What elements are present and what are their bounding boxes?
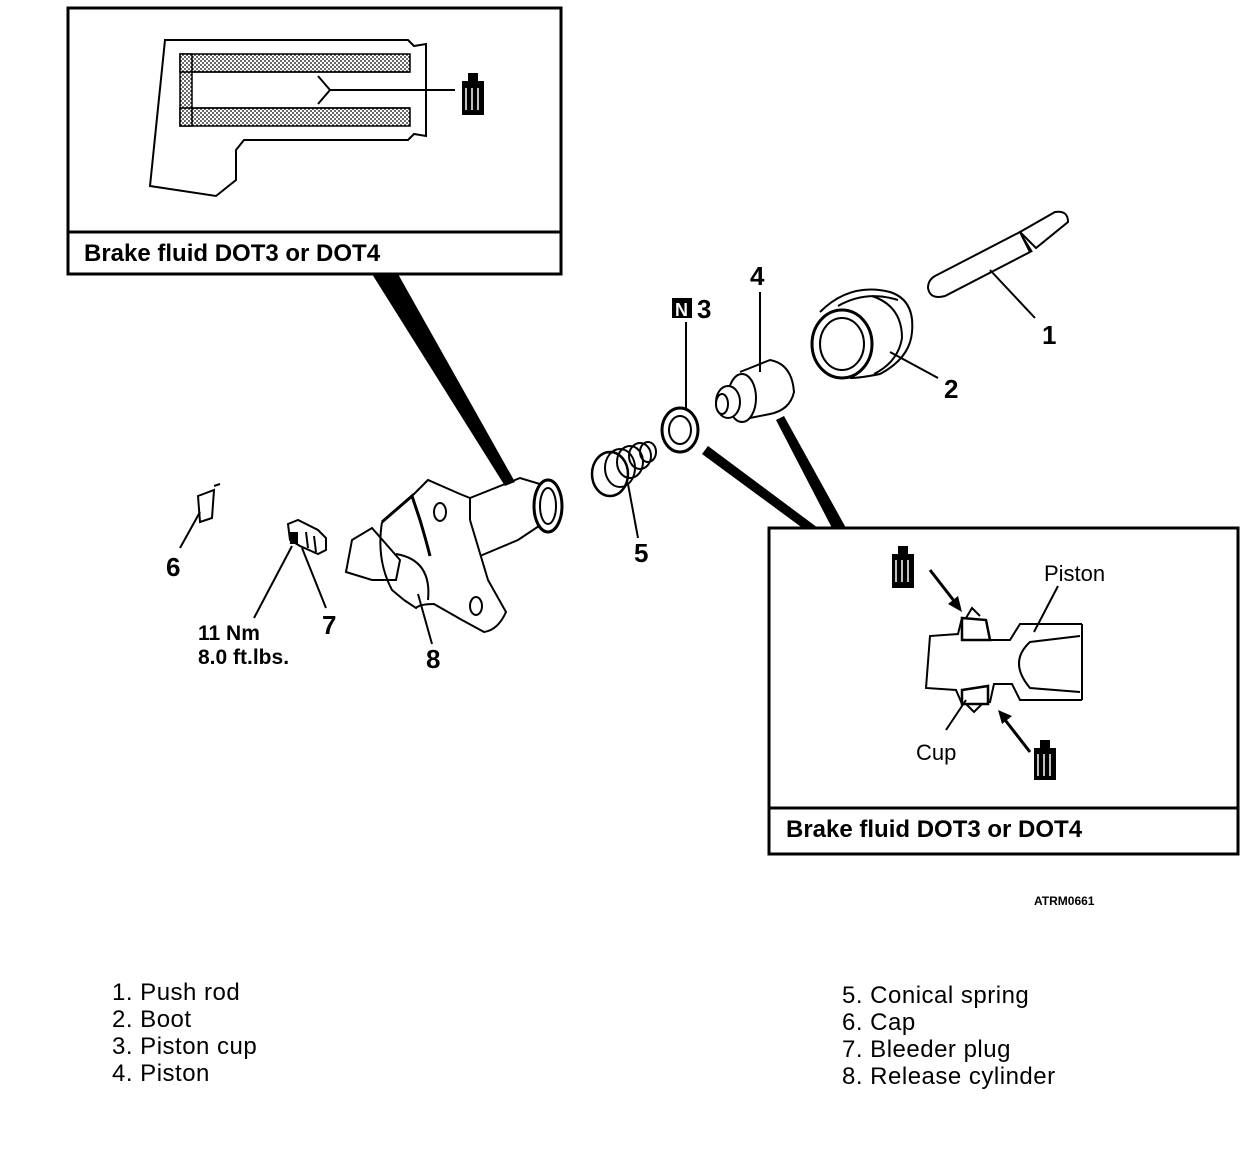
legend-item: 6. Cap [842, 1009, 916, 1036]
part-release-cylinder: 8 [344, 476, 564, 674]
part-conical-spring: 5 [590, 441, 657, 568]
inset-bottom-pointer-b [776, 416, 846, 528]
legend-item: 5. Conical spring [842, 982, 1030, 1009]
legend-right: 5. Conical spring 6. Cap 7. Bleeder plug… [842, 982, 1056, 1090]
inset-bottom-pointer-a [702, 446, 818, 532]
part-piston: 4 [715, 261, 796, 423]
callout-3-badge: N [675, 300, 688, 320]
legend-item: 2. Boot [112, 1006, 192, 1033]
inset-bottom-cup-label: Cup [916, 740, 956, 765]
figure-code: ATRM0661 [1034, 894, 1095, 908]
callout-1: 1 [1042, 320, 1056, 350]
piston-cup-section-drawing [924, 606, 1083, 714]
inset-bottom: Piston Cup Brake fluid DOT3 or DOT4 [767, 526, 1240, 856]
inset-bottom-piston-label: Piston [1044, 561, 1105, 586]
callout-6: 6 [166, 552, 180, 582]
callout-7: 7 [322, 610, 336, 640]
part-boot: 2 [810, 288, 958, 404]
callout-2: 2 [944, 374, 958, 404]
legend-item: 3. Piston cup [112, 1033, 258, 1060]
inset-top-pointer [372, 274, 515, 486]
legend-item: 7. Bleeder plug [842, 1036, 1011, 1063]
part-cap: 6 [166, 483, 221, 582]
callout-8: 8 [426, 644, 440, 674]
inset-top: Brake fluid DOT3 or DOT4 [66, 6, 563, 276]
brake-fluid-bottle-icon [892, 546, 914, 588]
part-bleeder-plug: 7 11 Nm 8.0 ft.lbs. [198, 518, 336, 669]
cylinder-section-drawing [148, 39, 455, 198]
legend-item: 8. Release cylinder [842, 1063, 1056, 1090]
legend-left: 1. Push rod 2. Boot 3. Piston cup 4. Pis… [112, 979, 257, 1087]
callout-3: 3 [697, 294, 711, 324]
callout-4: 4 [750, 261, 765, 291]
legend-item: 1. Push rod [112, 979, 241, 1006]
torque-ftlbs: 8.0 ft.lbs. [198, 646, 289, 669]
inset-bottom-caption: Brake fluid DOT3 or DOT4 [786, 816, 1083, 843]
torque-nm: 11 Nm [198, 622, 260, 645]
new-part-badge [672, 298, 692, 318]
part-push-rod: 1 [926, 210, 1070, 350]
legend-item: 4. Piston [112, 1060, 210, 1087]
brake-fluid-bottle-icon [1034, 740, 1056, 780]
brake-fluid-bottle-icon [462, 73, 484, 115]
callout-5: 5 [634, 538, 648, 568]
part-piston-cup: N 3 [660, 294, 711, 454]
inset-top-caption: Brake fluid DOT3 or DOT4 [84, 240, 381, 267]
